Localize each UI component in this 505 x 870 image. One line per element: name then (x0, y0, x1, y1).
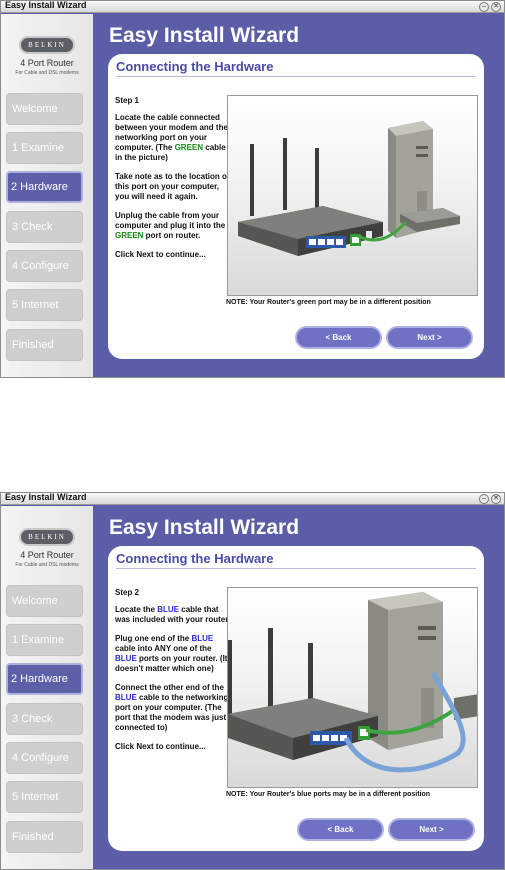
sidebar: BELKIN 4 Port Router For Cable and DSL m… (1, 506, 93, 869)
nav-item-internet[interactable]: 5 Internet (6, 289, 83, 321)
wizard-window-step1: Easy Install Wizard – ✕ BELKIN 4 Port Ro… (0, 0, 505, 378)
router-note: NOTE: Your Router's blue ports may be in… (226, 791, 431, 798)
title-bar: Easy Install Wizard – ✕ (1, 1, 504, 13)
continue-hint: Click Next to continue... (115, 742, 206, 751)
title-divider (116, 76, 476, 77)
hardware-illustration (227, 587, 478, 788)
next-button[interactable]: Next > (386, 326, 473, 349)
continue-hint: Click Next to continue... (115, 250, 206, 259)
nav-item-configure[interactable]: 4 Configure (6, 742, 83, 774)
green-cable (357, 220, 408, 242)
step-label: Step 1 (115, 96, 140, 105)
minimize-icon[interactable]: – (479, 2, 489, 12)
modem (454, 694, 477, 720)
antenna (308, 643, 313, 715)
instruction-1: Locate the cable connected between your … (115, 113, 228, 162)
window-title: Easy Install Wizard (5, 492, 87, 502)
content-panel: Connecting the Hardware Step 2 Locate th… (108, 546, 484, 851)
antenna (315, 148, 319, 216)
nav-item-finished[interactable]: Finished (6, 329, 83, 361)
router-note: NOTE: Your Router's green port may be in… (226, 299, 431, 306)
belkin-logo: BELKIN (19, 36, 75, 54)
instruction-1: Locate the BLUE cable that was included … (115, 605, 231, 624)
antenna (228, 640, 232, 715)
sidebar: BELKIN 4 Port Router For Cable and DSL m… (1, 14, 93, 377)
window-title: Easy Install Wizard (5, 0, 87, 10)
antenna (250, 144, 254, 216)
title-bar: Easy Install Wizard – ✕ (1, 493, 504, 505)
back-button[interactable]: < Back (297, 818, 384, 841)
nav-item-examine[interactable]: 1 Examine (6, 624, 83, 656)
instruction-2: Plug one end of the BLUE cable into ANY … (115, 634, 228, 673)
nav-item-configure[interactable]: 4 Configure (6, 250, 83, 282)
close-icon[interactable]: ✕ (491, 2, 501, 12)
close-icon[interactable]: ✕ (491, 494, 501, 504)
wizard-header: Easy Install Wizard (109, 24, 300, 47)
panel-title: Connecting the Hardware (116, 59, 274, 74)
back-button[interactable]: < Back (295, 326, 382, 349)
green-cable (365, 708, 456, 735)
nav-item-hardware[interactable]: 2 Hardware (6, 663, 83, 695)
panel-title: Connecting the Hardware (116, 551, 274, 566)
wizard-header: Easy Install Wizard (109, 516, 300, 539)
wizard-window-step2: Easy Install Wizard – ✕ BELKIN 4 Port Ro… (0, 492, 505, 870)
product-subtitle: For Cable and DSL modems (15, 70, 79, 76)
nav-item-welcome[interactable]: Welcome (6, 93, 83, 125)
blue-cable (343, 671, 466, 773)
next-button[interactable]: Next > (388, 818, 475, 841)
belkin-logo: BELKIN (19, 528, 75, 546)
product-name: 4 Port Router (20, 550, 74, 560)
nav-item-hardware[interactable]: 2 Hardware (6, 171, 83, 203)
nav-item-welcome[interactable]: Welcome (6, 585, 83, 617)
nav-item-check[interactable]: 3 Check (6, 703, 83, 735)
product-subtitle: For Cable and DSL modems (15, 562, 79, 568)
minimize-icon[interactable]: – (479, 494, 489, 504)
hardware-illustration (227, 95, 478, 296)
instruction-2: Take note as to the location of this por… (115, 172, 230, 201)
nav-item-examine[interactable]: 1 Examine (6, 132, 83, 164)
antenna (283, 138, 287, 210)
instructions: Step 1 Locate the cable connected betwee… (115, 96, 233, 269)
nav-item-finished[interactable]: Finished (6, 821, 83, 853)
instructions: Step 2 Locate the BLUE cable that was in… (115, 588, 233, 761)
instruction-3: Unplug the cable from your computer and … (115, 211, 226, 240)
instruction-3: Connect the other end of the BLUE cable … (115, 683, 229, 732)
nav-item-check[interactable]: 3 Check (6, 211, 83, 243)
content-panel: Connecting the Hardware Step 1 Locate th… (108, 54, 484, 359)
product-name: 4 Port Router (20, 58, 74, 68)
title-divider (116, 568, 476, 569)
antenna (268, 628, 273, 710)
nav-item-internet[interactable]: 5 Internet (6, 781, 83, 813)
step-label: Step 2 (115, 588, 140, 597)
